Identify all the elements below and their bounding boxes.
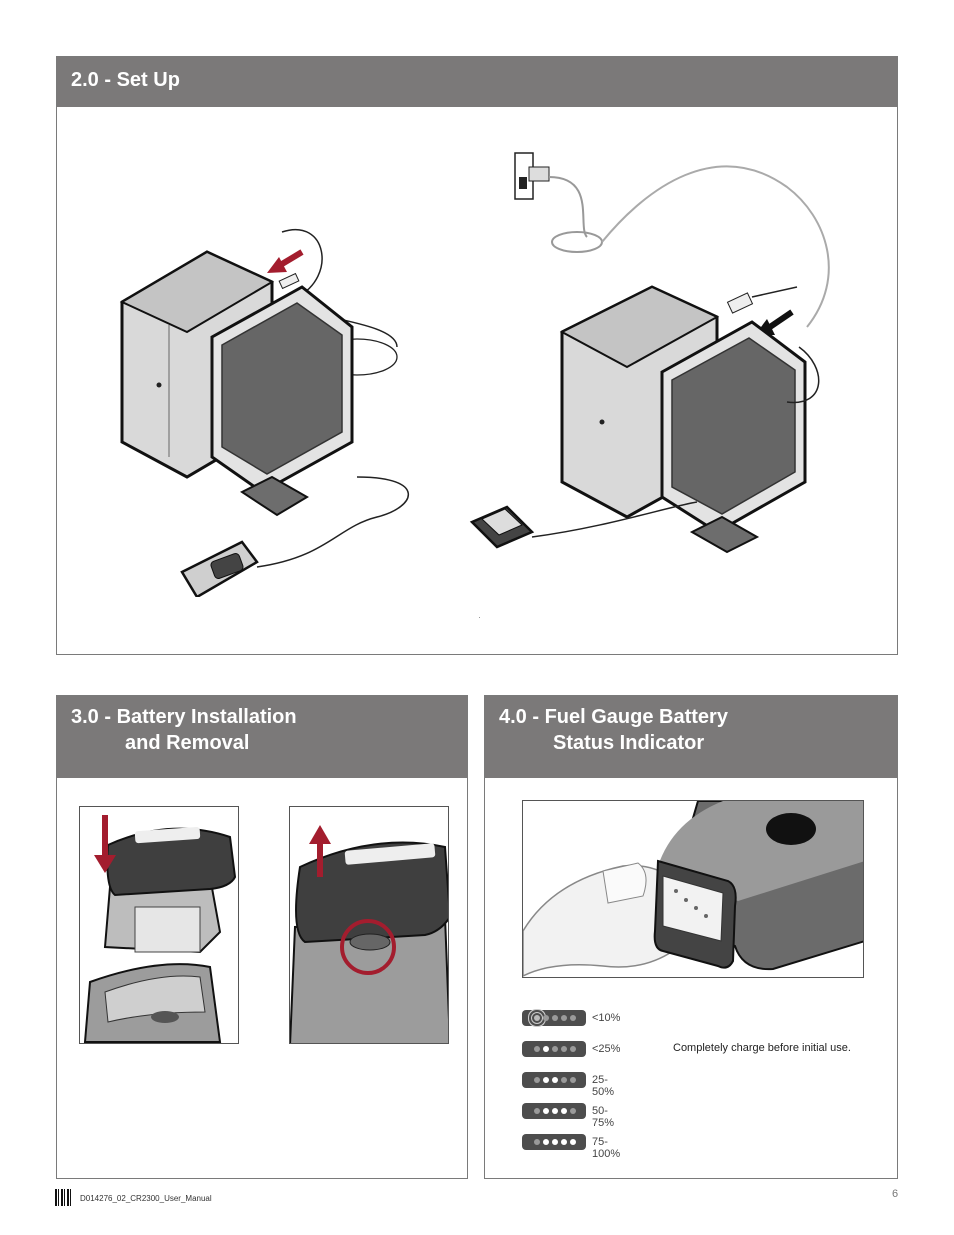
led-dot — [534, 1046, 540, 1052]
setup-header: 2.0 - Set Up — [57, 57, 897, 107]
led-dot — [552, 1046, 558, 1052]
led-dot — [570, 1108, 576, 1114]
setup-panel: 2.0 - Set Up — [56, 56, 898, 655]
fuel-level-label: <25% — [592, 1043, 621, 1055]
battery-header: 3.0 - Battery Installation and Removal — [57, 696, 467, 778]
battery-title-line1: 3.0 - Battery Installation — [71, 706, 297, 728]
fuel-note: Completely charge before initial use. — [673, 1042, 851, 1054]
led-dot — [561, 1139, 567, 1145]
battery-remove-figure — [289, 806, 449, 1044]
fuel-title-line2: Status Indicator — [553, 732, 705, 754]
fuel-level-label: 50-75% — [592, 1105, 615, 1129]
led-dot — [552, 1015, 558, 1021]
fuel-gauge-icon — [522, 1041, 586, 1057]
led-dot — [570, 1046, 576, 1052]
led-dot — [534, 1139, 540, 1145]
fuel-gauge-icon — [522, 1134, 586, 1150]
led-dot — [543, 1139, 549, 1145]
led-dot — [543, 1015, 549, 1021]
led-dot — [543, 1046, 549, 1052]
setup-title: 2.0 - Set Up — [71, 69, 180, 91]
led-dot — [570, 1077, 576, 1083]
fuel-gauge-icon — [522, 1010, 586, 1026]
footer-doc-id: D014276_02_CR2300_User_Manual — [80, 1194, 212, 1203]
battery-insert-figure — [79, 806, 239, 1044]
led-dot — [543, 1077, 549, 1083]
battery-remove-illustration — [290, 825, 448, 1043]
fuel-panel: 4.0 - Fuel Gauge Battery Status Indicato… — [484, 695, 898, 1179]
battery-insert-illustration — [83, 815, 237, 1043]
led-dot — [543, 1108, 549, 1114]
led-dot — [570, 1015, 576, 1021]
led-dot — [534, 1077, 540, 1083]
led-dot — [570, 1139, 576, 1145]
footer-page-number: 6 — [892, 1188, 899, 1200]
led-dot — [561, 1108, 567, 1114]
footer-barcode — [55, 1189, 72, 1206]
led-dot — [534, 1015, 540, 1021]
fuel-title-line1: 4.0 - Fuel Gauge Battery — [499, 706, 728, 728]
battery-panel: 3.0 - Battery Installation and Removal — [56, 695, 468, 1179]
setup-illustration-wired — [119, 229, 409, 597]
led-dot — [561, 1046, 567, 1052]
fuel-level-label: 25-50% — [592, 1074, 615, 1098]
fuel-level-label: <10% — [592, 1012, 621, 1024]
fuel-header: 4.0 - Fuel Gauge Battery Status Indicato… — [485, 696, 897, 778]
fuel-gauge-illustration — [523, 801, 863, 977]
led-dot — [552, 1077, 558, 1083]
led-dot — [552, 1139, 558, 1145]
setup-divider-dot — [479, 617, 480, 618]
fuel-gauge-icon — [522, 1072, 586, 1088]
battery-title-line2: and Removal — [125, 732, 250, 754]
setup-illustration-wireless — [469, 152, 830, 554]
led-dot — [534, 1108, 540, 1114]
led-dot — [561, 1015, 567, 1021]
fuel-level-label: 75-100% — [592, 1136, 621, 1160]
led-dot — [561, 1077, 567, 1083]
led-dot — [552, 1108, 558, 1114]
fuel-gauge-icon — [522, 1103, 586, 1119]
fuel-gauge-figure — [522, 800, 864, 978]
